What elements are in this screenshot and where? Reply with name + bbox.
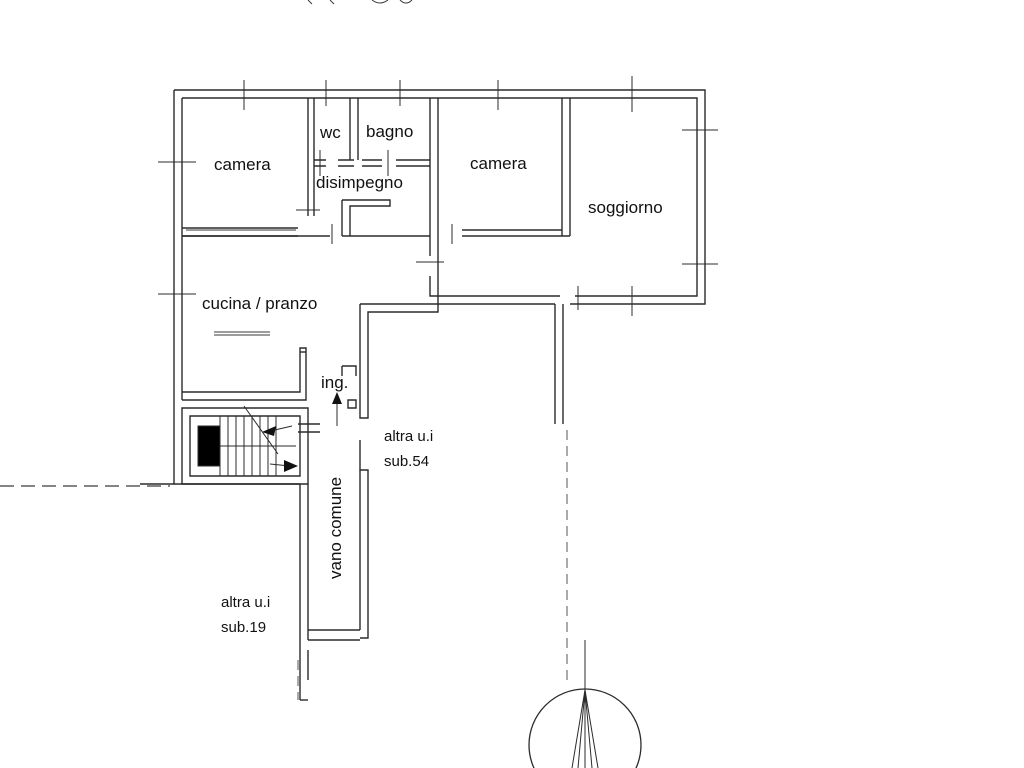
- label-wc: wc: [319, 123, 341, 142]
- label-camera-right: camera: [470, 154, 527, 173]
- entrance-arrow-icon: [332, 392, 342, 426]
- label-sub54-line1: altra u.i: [384, 428, 433, 445]
- label-sub19-line1: altra u.i: [221, 594, 270, 611]
- cropped-header-marks: [307, 0, 413, 5]
- label-vano-comune: vano comune: [326, 477, 345, 579]
- stair-arrow-up-icon: [262, 426, 276, 436]
- label-soggiorno: soggiorno: [588, 198, 663, 217]
- room-labels: camera wc bagno disimpegno camera soggio…: [202, 122, 663, 579]
- interior-walls: [182, 98, 571, 433]
- label-disimpegno: disimpegno: [316, 173, 403, 192]
- dimension-ticks: [158, 76, 718, 316]
- label-bagno: bagno: [366, 122, 413, 141]
- label-cucina-pranzo: cucina / pranzo: [202, 294, 317, 313]
- outer-walls: [140, 89, 706, 701]
- label-ingresso: ing.: [321, 373, 348, 392]
- label-camera-left: camera: [214, 155, 271, 174]
- label-sub54-line2: sub.54: [384, 453, 429, 470]
- staircase: [197, 405, 298, 476]
- stair-arrow-down-icon: [284, 460, 298, 472]
- dashed-lines: [0, 430, 568, 700]
- neighbour-labels: altra u.i sub.54 altra u.i sub.19: [221, 428, 433, 636]
- label-sub19-line2: sub.19: [221, 619, 266, 636]
- north-arrow-icon: [528, 640, 642, 768]
